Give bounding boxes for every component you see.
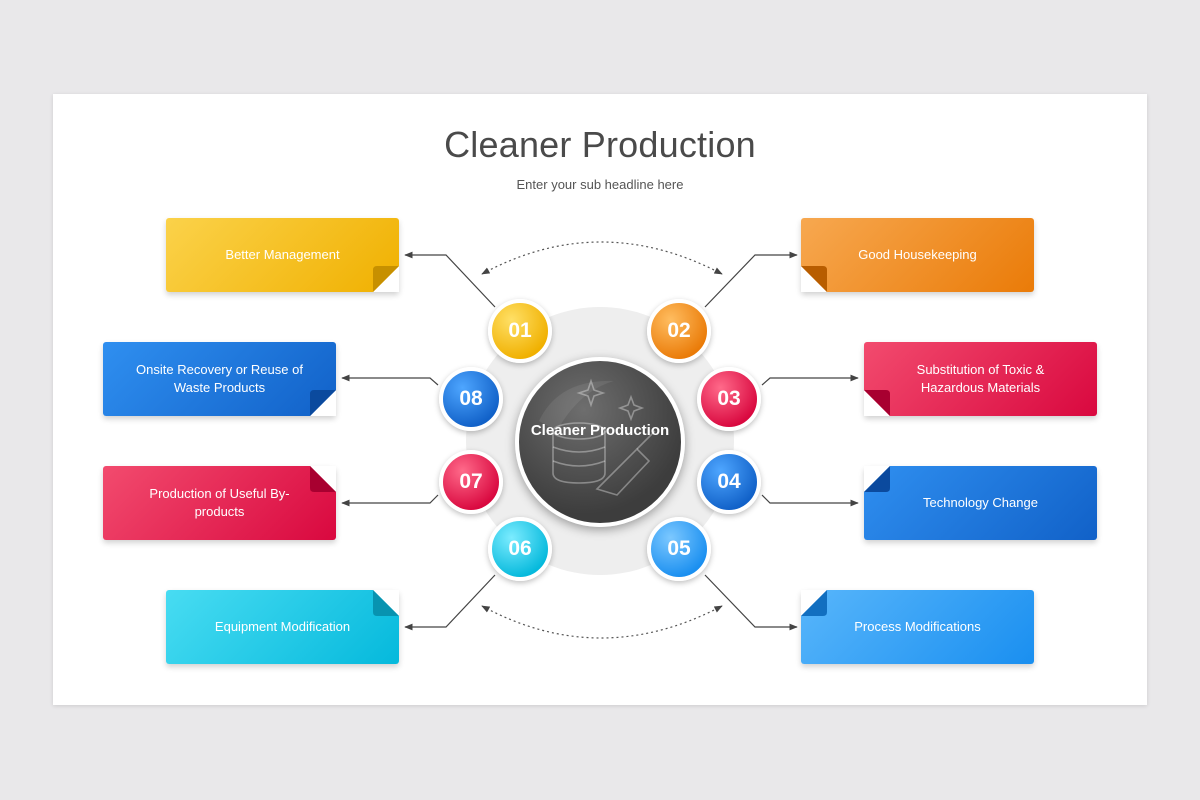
step-card-01: Better Management [166,218,399,292]
hub-label: Cleaner Production [530,422,670,439]
step-node-08: 08 [439,367,503,431]
page-fold-icon [310,466,336,492]
page-fold-icon [373,590,399,616]
step-node-06: 06 [488,517,552,581]
step-node-05: 05 [647,517,711,581]
page-title: Cleaner Production [444,124,756,165]
step-label-06: Equipment Modification [214,619,351,634]
page-fold-icon [801,590,827,616]
page-fold-icon [801,266,827,292]
step-node-04: 04 [697,450,761,514]
page-subtitle: Enter your sub headline here [516,177,684,192]
page-fold-icon [310,390,336,416]
step-node-02: 02 [647,299,711,363]
step-label-07: Production of Useful By-products [149,486,290,519]
page-fold-icon [864,466,890,492]
step-card-02: Good Housekeeping [801,218,1034,292]
step-card-07: Production of Useful By-products [103,466,336,540]
step-label-05: Process Modifications [854,619,981,634]
step-label-08: Onsite Recovery or Reuse of Waste Produc… [136,362,303,395]
page-fold-icon [864,390,890,416]
step-card-04: Technology Change [864,466,1097,540]
hub-circle [515,357,685,527]
step-label-01: Better Management [225,247,340,262]
cleaning-broom-icon [539,378,656,496]
step-card-06: Equipment Modification [166,590,399,664]
step-label-03: Substitution of Toxic & Hazardous Materi… [916,362,1045,395]
step-node-07: 07 [439,450,503,514]
step-node-03: 03 [697,367,761,431]
step-node-01: 01 [488,299,552,363]
step-label-04: Technology Change [923,495,1038,510]
step-label-02: Good Housekeeping [858,247,977,262]
step-card-05: Process Modifications [801,590,1034,664]
step-card-03: Substitution of Toxic & Hazardous Materi… [864,342,1097,416]
step-card-08: Onsite Recovery or Reuse of Waste Produc… [103,342,336,416]
page-fold-icon [373,266,399,292]
